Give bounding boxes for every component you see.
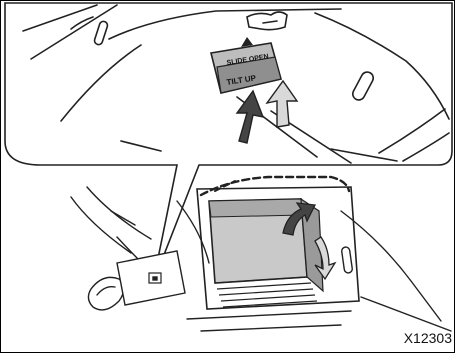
figure-code: X12303 [404,330,452,346]
side-vent [341,247,353,274]
rearview-mirror [88,277,124,310]
